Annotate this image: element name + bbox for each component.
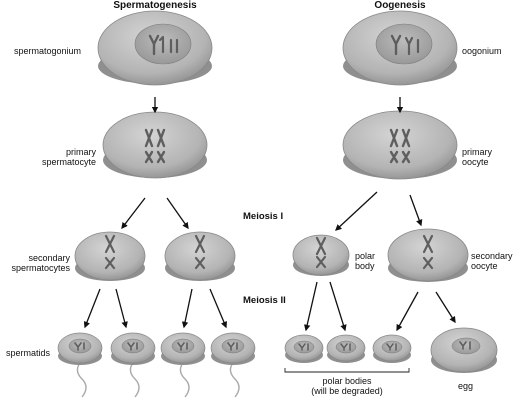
spermatid-cell-3 <box>160 332 206 398</box>
secondary-spermatocytes-label: secondary spermatocytes <box>4 253 70 273</box>
polar-body-small-3 <box>372 334 412 363</box>
oogonium-label: oogonium <box>462 46 502 56</box>
polar-bodies-label-line-2: (will be degraded) <box>311 386 383 396</box>
polar-body-small-2 <box>326 334 366 363</box>
oogenesis-arrows <box>303 97 456 332</box>
primary-spermatocyte-cell <box>102 111 208 179</box>
spermatogenesis-heading: Spermatogenesis <box>113 0 197 11</box>
egg-label: egg <box>458 381 474 391</box>
spermatid-cell-2 <box>110 332 156 398</box>
polar-bodies-label: polar bodies (will be degraded) <box>295 376 399 396</box>
primary-oocyte-cell <box>342 110 458 180</box>
spermatogonium-cell <box>97 10 213 86</box>
polar-body-cell <box>292 234 350 276</box>
primary-oocyte-label: primary oocyte <box>462 147 492 167</box>
polar-bodies-label-line-1: polar bodies <box>322 376 372 386</box>
primary-spermatocyte-label-line-2: spermatocyte <box>41 157 96 167</box>
primary-oocyte-label-line-1: primary <box>462 147 493 157</box>
meiosis-2-label: Meiosis II <box>243 295 286 306</box>
polar-body-small-1 <box>284 334 324 363</box>
polar-body-label-line-2: body <box>355 261 375 271</box>
primary-spermatocyte-label-line-1: primary <box>65 147 96 157</box>
secondary-oocyte-cell <box>387 228 469 282</box>
primary-oocyte-label-line-2: oocyte <box>462 157 489 167</box>
meiosis-1-label: Meiosis I <box>243 211 284 222</box>
oogenesis-heading: Oogenesis <box>374 0 426 11</box>
spermatids-label: spermatids <box>6 348 51 358</box>
secondary-oocyte-label-line-1: secondary <box>471 251 513 261</box>
secondary-spermatocytes-label-line-1: secondary <box>28 253 70 263</box>
egg-cell <box>430 327 498 373</box>
secondary-oocyte-label: secondary oocyte <box>471 251 513 271</box>
spermatid-cell-1 <box>57 332 103 398</box>
polar-bodies-bracket <box>284 368 410 373</box>
spermatogonium-label: spermatogonium <box>14 46 82 56</box>
secondary-spermatocytes-label-line-2: spermatocytes <box>11 263 70 273</box>
polar-body-label: polar body <box>355 251 375 271</box>
polar-body-label-line-1: polar <box>355 251 376 261</box>
secondary-spermatocyte-cell-2 <box>164 231 236 281</box>
primary-spermatocyte-label: primary spermatocyte <box>29 147 96 167</box>
spermatogenesis-arrows <box>83 97 227 329</box>
secondary-oocyte-label-line-2: oocyte <box>471 261 498 271</box>
spermatid-cell-4 <box>210 332 256 398</box>
secondary-spermatocyte-cell-1 <box>74 231 146 281</box>
oogonium-cell <box>342 10 458 86</box>
